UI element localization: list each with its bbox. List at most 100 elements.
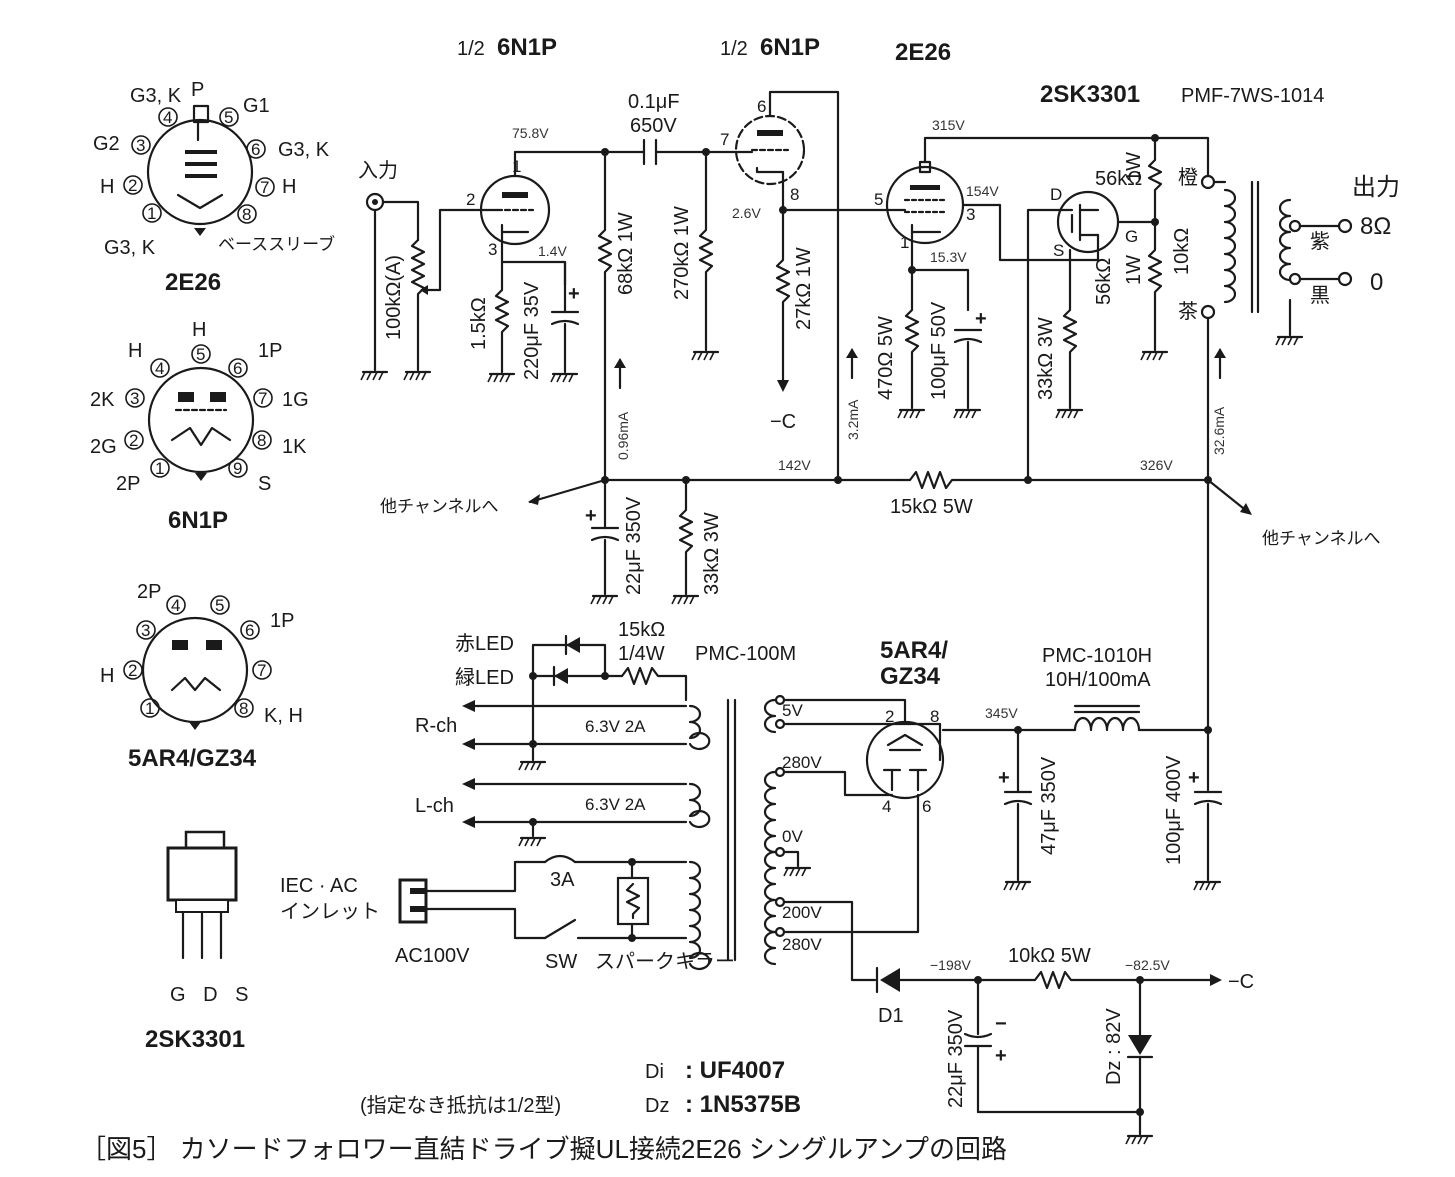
v1-pin2: 2 — [466, 190, 475, 209]
v1-pin3: 3 — [488, 240, 497, 259]
v1-fraction: 1/2 — [457, 38, 485, 60]
sec-280a: 280V — [782, 753, 822, 772]
pin-6n1p-2k: 2K — [90, 389, 115, 411]
v3-pin3: 3 — [966, 205, 975, 224]
rect-type2: GZ34 — [880, 663, 941, 690]
tap-black: 黒 — [1310, 285, 1330, 307]
heater-r: 6.3V 2A — [585, 717, 646, 736]
fet-mosfet — [1056, 190, 1120, 254]
pin-5ar4-h: H — [100, 665, 114, 687]
output-0: 0 — [1370, 269, 1383, 296]
note-dz-value: : 1N5375B — [685, 1091, 801, 1118]
figure-caption: ［図5］ カソードフォロワー直結ドライブ擬UL接続2E26 シングルアンプの回路 — [80, 1134, 1007, 1164]
fet-s: S — [1053, 241, 1064, 260]
pinout-5ar4-title: 5AR4/GZ34 — [128, 745, 257, 772]
meas-v2-cathode: 2.6V — [732, 205, 761, 221]
inlet-label: インレット — [280, 901, 380, 923]
pinout-2e26-title: 2E26 — [165, 269, 221, 296]
v1-type: 6N1P — [497, 34, 557, 61]
svg-text:4: 4 — [171, 596, 180, 615]
redled-label: 赤LED — [455, 632, 514, 655]
svg-text:7: 7 — [258, 389, 267, 408]
note-d1-value: : UF4007 — [685, 1057, 785, 1084]
v2-pin6: 6 — [757, 97, 766, 116]
rled-watt: 1/4W — [618, 643, 665, 665]
rs-label: 33kΩ 3W — [1035, 317, 1057, 400]
iec-label: IEC · AC — [280, 875, 358, 897]
meas-b142: 142V — [778, 457, 811, 473]
svg-text:5: 5 — [215, 596, 224, 615]
rect-pin6: 6 — [922, 797, 931, 816]
svg-text:+: + — [975, 308, 987, 330]
meas-i1: 0.96mA — [615, 411, 631, 460]
pinout-6n1p-title: 6N1P — [168, 507, 228, 534]
fet-type: 2SK3301 — [1040, 81, 1140, 108]
fuse-label: 3A — [550, 869, 575, 891]
svg-text:1: 1 — [147, 204, 156, 223]
power-transformer — [688, 694, 786, 971]
svg-text:2: 2 — [129, 431, 138, 450]
choke-spec: 10H/100mA — [1045, 669, 1151, 691]
cc-voltage: 650V — [630, 115, 677, 137]
v2-tube — [734, 114, 806, 186]
d1-label: D1 — [878, 1005, 904, 1027]
pin-2e26-g3k-top: G3, K — [130, 85, 182, 107]
ck3-label: 100μF 50V — [928, 301, 950, 400]
pin-6n1p-2p: 2P — [116, 473, 140, 495]
svg-text:8: 8 — [239, 699, 248, 718]
rg1-watt: 1W — [1123, 152, 1145, 182]
svg-text:+: + — [998, 767, 1010, 789]
svg-text:3: 3 — [130, 389, 139, 408]
svg-text:1: 1 — [155, 459, 164, 478]
d1-diode — [875, 966, 900, 994]
meas-b345: 345V — [985, 705, 1018, 721]
greenled-label: 緑LED — [455, 666, 514, 689]
meas-k3: 15.3V — [930, 249, 967, 265]
zener — [1126, 978, 1154, 1136]
choke-label: PMC-1010H — [1042, 645, 1152, 667]
output-label: 出力 — [1352, 174, 1400, 201]
opt-impedance: 10kΩ — [1171, 228, 1193, 275]
svg-text:4: 4 — [163, 108, 172, 127]
pin-6n1p-1p: 1P — [258, 340, 282, 362]
led-pair — [531, 634, 688, 747]
pinout-2sk3301 — [166, 830, 238, 960]
choke — [1073, 704, 1141, 732]
tap-purple: 紫 — [1310, 230, 1330, 253]
meas-v1-cathode: 1.4V — [538, 243, 567, 259]
dz-label: Dz : 82V — [1103, 1008, 1125, 1085]
pin-2e26-h-right: H — [282, 176, 296, 198]
pin-6n1p-2g: 2G — [90, 436, 117, 458]
meas-i2: 3.2mA — [845, 399, 861, 440]
power-switch — [543, 918, 577, 940]
pin-2e26-base-sleeve: ベーススリーブ — [218, 234, 335, 254]
svg-text:5: 5 — [196, 345, 205, 364]
svg-text:2: 2 — [128, 661, 137, 680]
svg-text:8: 8 — [242, 205, 251, 224]
rect-type: 5AR4/ — [880, 637, 948, 664]
svg-text:+: + — [995, 1045, 1007, 1067]
volume-pot — [410, 238, 426, 372]
v2-fraction: 1/2 — [720, 38, 748, 60]
svg-text:6: 6 — [251, 140, 260, 159]
tap-brown: 茶 — [1178, 300, 1198, 323]
rect-pin2: 2 — [885, 707, 894, 726]
pin-2e26-g3k-right: G3, K — [278, 139, 330, 161]
svg-text:+: + — [585, 505, 597, 527]
pin-6n1p-s: S — [258, 473, 271, 495]
c22b-label: 22μF 350V — [945, 1009, 967, 1108]
svg-text:7: 7 — [257, 661, 266, 680]
spark-killer — [616, 860, 650, 940]
c100-label: 100μF 400V — [1163, 755, 1185, 865]
negc-label-top: −C — [770, 411, 796, 433]
note-d1-key: Di — [645, 1061, 664, 1083]
tap-orange: 橙 — [1178, 166, 1198, 189]
negc-label: −C — [1228, 971, 1254, 993]
c22-neg-cap — [963, 978, 993, 1114]
ck3-cap — [953, 328, 983, 410]
meas-s154: 154V — [966, 183, 999, 199]
